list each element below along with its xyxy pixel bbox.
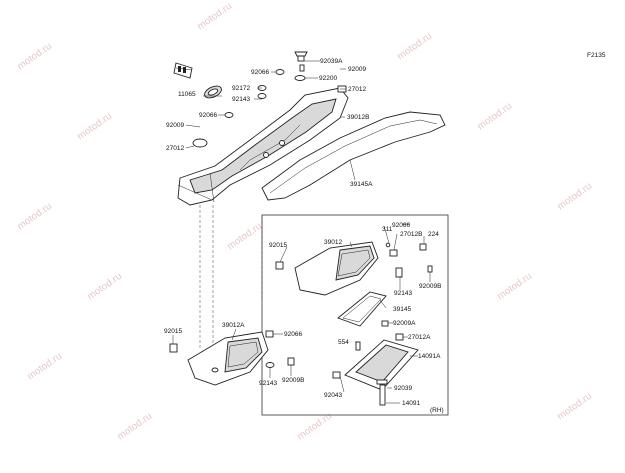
part-label: 92143 (259, 380, 277, 387)
watermark: motod.ru (195, 1, 234, 33)
part-label: 92143 (232, 96, 250, 103)
watermark-layer: motod.ru motod.ru motod.ru motod.ru moto… (15, 1, 594, 443)
watermark: motod.ru (25, 351, 64, 383)
side-label: (RH) (430, 407, 444, 414)
part-label: 39012 (324, 239, 342, 246)
part-label: 92015 (164, 328, 182, 335)
part-label: 39012B (347, 114, 369, 121)
part-label: 27012B (400, 231, 422, 238)
watermark: motod.ru (555, 391, 594, 423)
part-label: 92039A (320, 58, 343, 65)
watermark: motod.ru (475, 101, 514, 133)
part-label: 14091A (418, 353, 441, 360)
upper-hardware (192, 51, 347, 148)
lh-leaders (172, 328, 292, 378)
part-label: 311 (382, 226, 393, 233)
part-label: 92039 (394, 385, 412, 392)
watermark: motod.ru (225, 221, 264, 253)
part-label: 11065 (178, 91, 196, 98)
part-label: 27012 (348, 86, 366, 93)
rh-detail-frame (261, 214, 449, 416)
watermark: motod.ru (395, 31, 434, 63)
part-label: 92200 (319, 75, 337, 82)
watermark: motod.ru (495, 271, 534, 303)
rh-lamp-housing (275, 241, 433, 296)
part-label: 39145 (393, 306, 411, 313)
part-label: 92066 (284, 331, 302, 338)
seal-strip (261, 111, 446, 201)
part-label: 92043 (324, 392, 342, 399)
part-label: 92009 (166, 122, 184, 129)
part-label: 92009 (348, 66, 366, 73)
watermark: motod.ru (15, 201, 54, 233)
part-label: 92009B (282, 377, 304, 384)
lh-lamp-housing (169, 330, 295, 386)
emblem-disk-icon (204, 85, 222, 99)
watermark: motod.ru (75, 111, 114, 143)
part-label: 39145A (350, 181, 373, 188)
part-label: 92066 (392, 222, 410, 229)
part-label: 92143 (394, 290, 412, 297)
watermark: motod.ru (295, 411, 334, 443)
diagram-code: F2135 (587, 52, 606, 59)
upper-leaders (175, 60, 356, 181)
part-label: 92066 (199, 112, 217, 119)
part-label: 92066 (251, 69, 269, 76)
rh-lens (332, 320, 419, 406)
part-label: 14091 (402, 400, 420, 407)
part-label: 27012 (166, 145, 184, 152)
part-label: 39012A (222, 322, 245, 329)
part-label: 27012A (408, 334, 431, 341)
rh-leaders (279, 223, 431, 404)
watermark: motod.ru (15, 41, 54, 73)
watermark: motod.ru (85, 271, 124, 303)
watermark: motod.ru (555, 181, 594, 213)
rear-box-lower-case (177, 87, 349, 206)
part-label: 224 (428, 231, 439, 238)
part-label: 92015 (269, 242, 287, 249)
part-label: 92172 (232, 85, 250, 92)
rh-seal (337, 291, 387, 327)
watermark: motod.ru (115, 411, 154, 443)
part-label: 92009A (393, 320, 416, 327)
emblem-plate-icon (173, 62, 193, 79)
part-label: 92009B (419, 283, 441, 290)
part-label: 554 (338, 339, 349, 346)
